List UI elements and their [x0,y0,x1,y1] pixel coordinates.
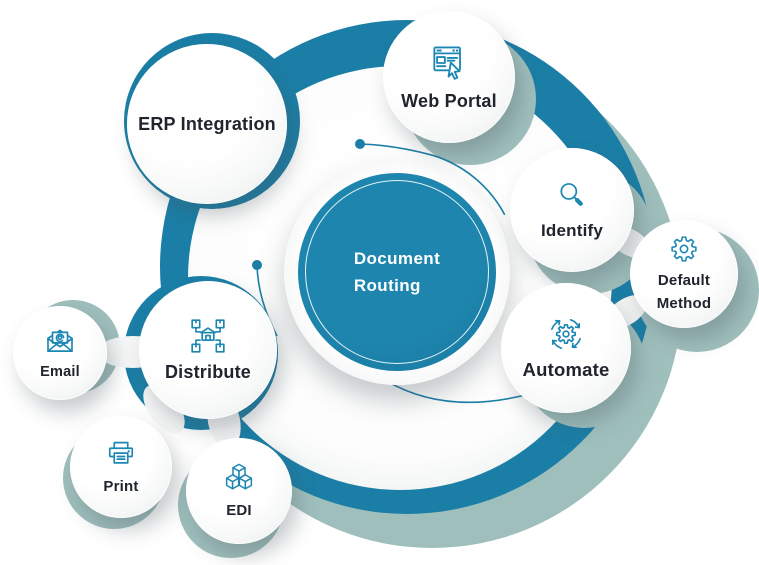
connector-dot-left [252,260,262,270]
node-erp-integration: ERP Integration [127,44,287,204]
distribution-hub-icon [188,316,228,356]
center-label-line1: Document [353,248,441,268]
browser-cursor-icon [427,41,471,85]
node-label: Email [40,364,80,381]
magnifier-icon [553,178,591,216]
node-edi: EDI [186,438,292,544]
node-automate: Automate [501,283,631,413]
node-identify: Identify [510,148,634,272]
center-label: Document Routing [354,245,440,299]
node-label-line1: Default [657,271,711,289]
center-plate: Document Routing [284,159,510,385]
email-envelope-icon [42,323,78,359]
node-label: Identify [540,220,604,240]
automation-gear-icon [546,314,586,354]
node-label: EDI [226,501,252,519]
node-label: Distribute [164,361,251,382]
gear-icon [668,233,700,265]
node-label: Print [103,477,139,495]
center-node-document-routing: Document Routing [298,173,496,371]
connector-dot-top [355,139,365,149]
node-web-portal: Web Portal [383,11,515,143]
node-print: Print [70,416,172,518]
node-distribute: Distribute [139,281,277,419]
center-label-line2: Routing [353,276,421,295]
printer-icon [103,437,139,473]
node-label: Web Portal [401,90,497,111]
node-email: Email [13,306,107,400]
node-label-line2: Method [656,295,712,312]
node-label: ERP Integration [138,113,276,134]
isometric-cubes-icon [221,461,257,497]
node-label: Automate [522,358,610,380]
